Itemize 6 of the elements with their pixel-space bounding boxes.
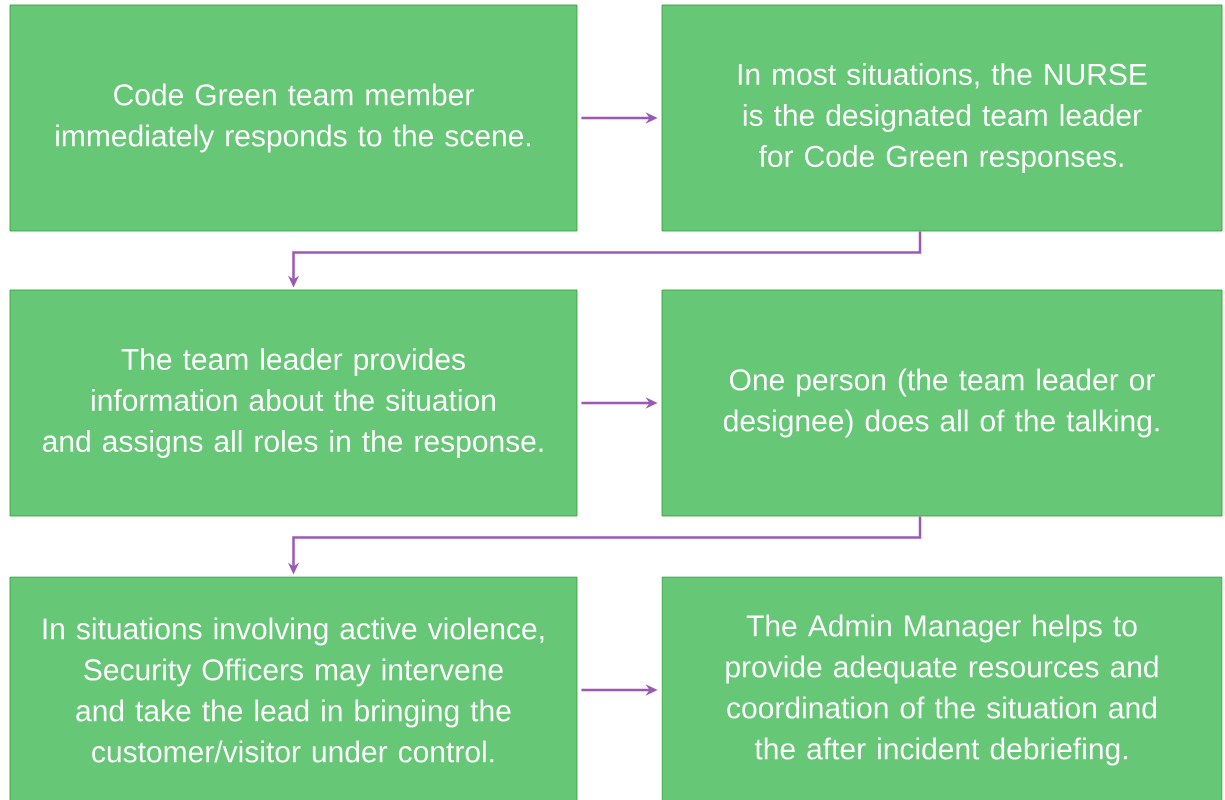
process-box: One person (the team leader or designee) does all of the talking.: [661, 289, 1223, 517]
process-box: Code Green team member immediately responds to the scene.: [9, 4, 578, 232]
process-box: In most situations, the NURSE is the designated team leader for Code Green responses.: [661, 4, 1223, 232]
process-box: The Admin Manager helps to provide adequate resources and coordination of the situation and the after incident debriefing.: [661, 576, 1223, 800]
process-box: The team leader provides information about the situation and assigns all roles in the response.: [9, 289, 578, 517]
process-box: In situations involving active violence, Security Officers may intervene and take the lead in bringing the customer/visitor under control.: [9, 576, 578, 800]
